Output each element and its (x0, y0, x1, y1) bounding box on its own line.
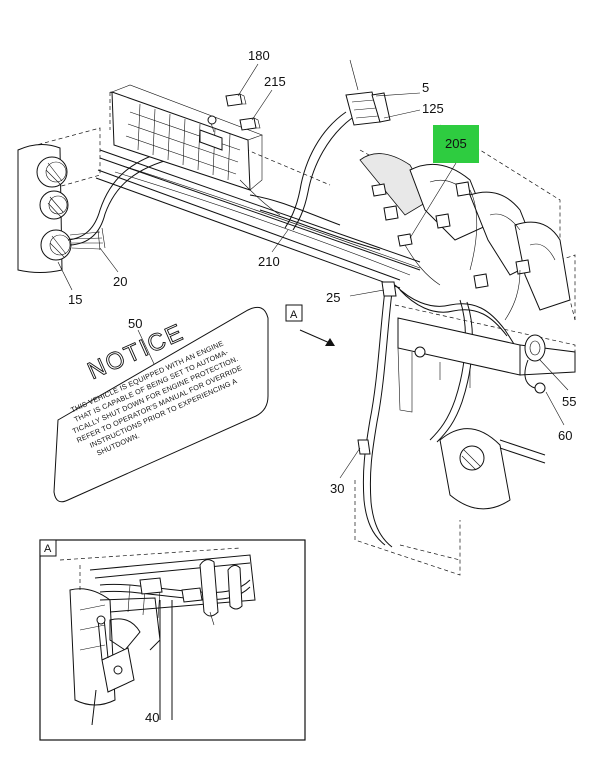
callout-50: 50 (128, 316, 142, 331)
callout-labels: 180 215 5 125 205 15 20 210 25 50 55 60 … (68, 48, 576, 725)
inline-connector-25 (381, 281, 397, 297)
view-marker-a: A (285, 304, 335, 346)
detail-view-a: A (39, 539, 306, 741)
detail-bracket-40 (91, 615, 135, 726)
grommet-55 (524, 334, 546, 362)
knob-panel (17, 144, 72, 273)
view-marker-label: A (290, 309, 298, 321)
relay-180 (225, 93, 247, 107)
callout-15: 15 (68, 292, 82, 307)
cluster-plug-1 (371, 183, 387, 197)
pigtail-harness-20 (67, 149, 176, 251)
lower-bracket (397, 317, 576, 413)
cluster-plug-4 (435, 213, 451, 229)
callout-55: 55 (562, 394, 576, 409)
callout-180: 180 (248, 48, 270, 63)
upper-branch-harness (284, 111, 353, 231)
relay-215 (239, 117, 261, 131)
callout-20: 20 (113, 274, 127, 289)
highlight-205 (433, 125, 479, 163)
cluster-plug-2 (383, 205, 399, 221)
gauge-cluster (359, 153, 571, 311)
cluster-plug-3 (455, 181, 471, 197)
callout-205: 205 (445, 136, 467, 151)
cluster-plug-5 (473, 273, 489, 289)
callout-60: 60 (558, 428, 572, 443)
detail-clamps (199, 559, 243, 626)
knob-middle (39, 190, 69, 220)
callout-210: 210 (258, 254, 280, 269)
fuse-panel (111, 84, 263, 191)
connector-205 (397, 233, 413, 247)
detail-view-label: A (44, 543, 52, 555)
callout-125: 125 (422, 101, 444, 116)
top-connector-5 (345, 59, 391, 126)
notice-decal-50: NOTICE THIS VEHICLE IS EQUIPPED WITH AN … (53, 306, 269, 503)
detail-structure (59, 547, 256, 720)
callout-215: 215 (264, 74, 286, 89)
knob-upper (36, 156, 68, 188)
main-harness-210 (95, 149, 421, 289)
switch-knob-15 (40, 229, 72, 261)
callout-5: 5 (422, 80, 429, 95)
lamp-socket-60 (524, 359, 546, 394)
callout-30: 30 (330, 481, 344, 496)
callout-40: 40 (145, 710, 159, 725)
cluster-plug-6 (515, 259, 531, 275)
floor-knob (439, 428, 546, 510)
inline-connector-30 (357, 439, 371, 455)
callout-25: 25 (326, 290, 340, 305)
